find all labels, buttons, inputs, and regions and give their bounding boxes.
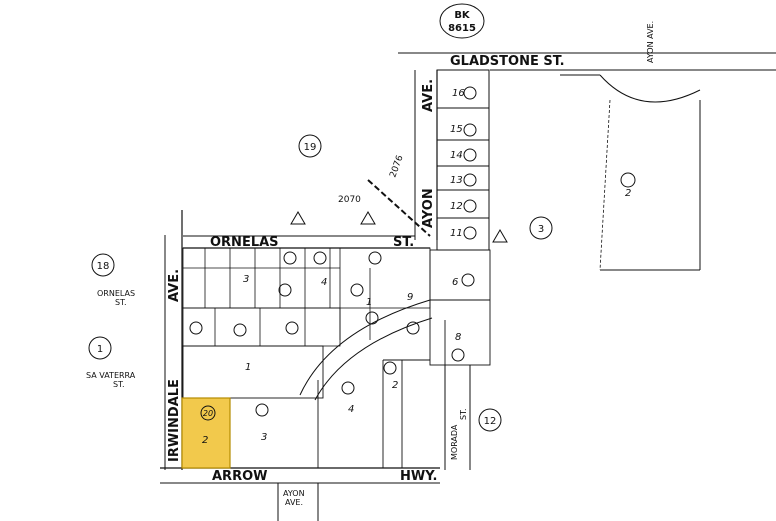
ornelas-side-2: ST.	[115, 298, 127, 307]
parcel-1-large: 1	[245, 362, 251, 373]
triangle-marker	[290, 211, 306, 225]
triangle-marker	[492, 229, 508, 243]
parcel-11: 11	[450, 228, 463, 239]
triangle-marker	[360, 211, 376, 225]
parcel-16: 16	[452, 88, 465, 99]
parcel-6: 6	[452, 277, 458, 288]
avon-ave-label: AYON AVE.	[646, 21, 655, 63]
north-block-parcels	[182, 247, 431, 340]
block-parcel-4: 4	[321, 277, 327, 288]
right-lower-parcels	[429, 249, 491, 366]
parcel-9: 9	[407, 292, 413, 303]
parcel-13: 13	[450, 175, 463, 186]
rail-label-2070: 2070	[338, 195, 361, 205]
ayon-ave-bottom-2: AVE.	[285, 498, 303, 507]
east-parcel-strip: 16 15 14 13 12 11	[436, 69, 490, 251]
ayon-ave-bottom-1: AYON	[283, 489, 305, 498]
inset-parcel-2: 2	[625, 188, 631, 199]
arrow-label: ARROW	[212, 469, 267, 484]
parcel-8: 8	[455, 332, 461, 343]
highlighted-parcel[interactable]	[181, 397, 231, 469]
map-page-18: 18	[97, 261, 110, 272]
gladstone-street-label: GLADSTONE ST.	[450, 54, 565, 69]
hwy-label: HWY.	[400, 469, 437, 484]
parcel-12: 12	[450, 201, 463, 212]
morada-label-2: ST.	[459, 408, 468, 420]
highlighted-parcel-badge: 20	[203, 409, 213, 418]
sa-vaterra-2: ST.	[113, 380, 125, 389]
parcel-15: 15	[450, 124, 463, 135]
map-page-1: 1	[97, 344, 103, 355]
rail-label-2076: 2076	[388, 154, 405, 179]
page-ref-circle	[439, 3, 485, 39]
page-ref-label: BK	[454, 10, 471, 21]
map-page-19: 19	[304, 142, 317, 153]
ornelas-street-label: ORNELAS	[210, 235, 279, 250]
block-parcel-1: 1	[366, 297, 372, 308]
ayon-label: AYON	[421, 188, 436, 228]
page-ref-value: 8615	[448, 23, 476, 34]
irwindale-ave-word: AVE.	[167, 269, 182, 302]
irwindale-label: IRWINDALE	[167, 379, 182, 462]
highlighted-parcel-number: 2	[202, 435, 208, 446]
ayon-ave-word: AVE.	[421, 79, 436, 112]
middle-block-parcels	[182, 307, 341, 347]
block-parcel-3: 3	[243, 274, 249, 285]
ornelas-side-1: ORNELAS	[97, 289, 135, 298]
morada-label-1: MORADA	[450, 424, 459, 460]
map-page-3: 3	[538, 224, 544, 235]
inset-parcel: AYON AVE. 2	[560, 21, 701, 271]
parcel-2-narrow: 2	[392, 380, 398, 391]
parcel-4-large: 4	[348, 404, 354, 415]
railroad-line	[367, 179, 431, 237]
sa-vaterra-1: SA VATERRA	[86, 371, 136, 380]
map-page-12: 12	[484, 416, 497, 427]
ornelas-street-suffix: ST.	[393, 235, 414, 250]
parcel-3-large: 3	[261, 432, 267, 443]
parcel-14: 14	[450, 150, 463, 161]
